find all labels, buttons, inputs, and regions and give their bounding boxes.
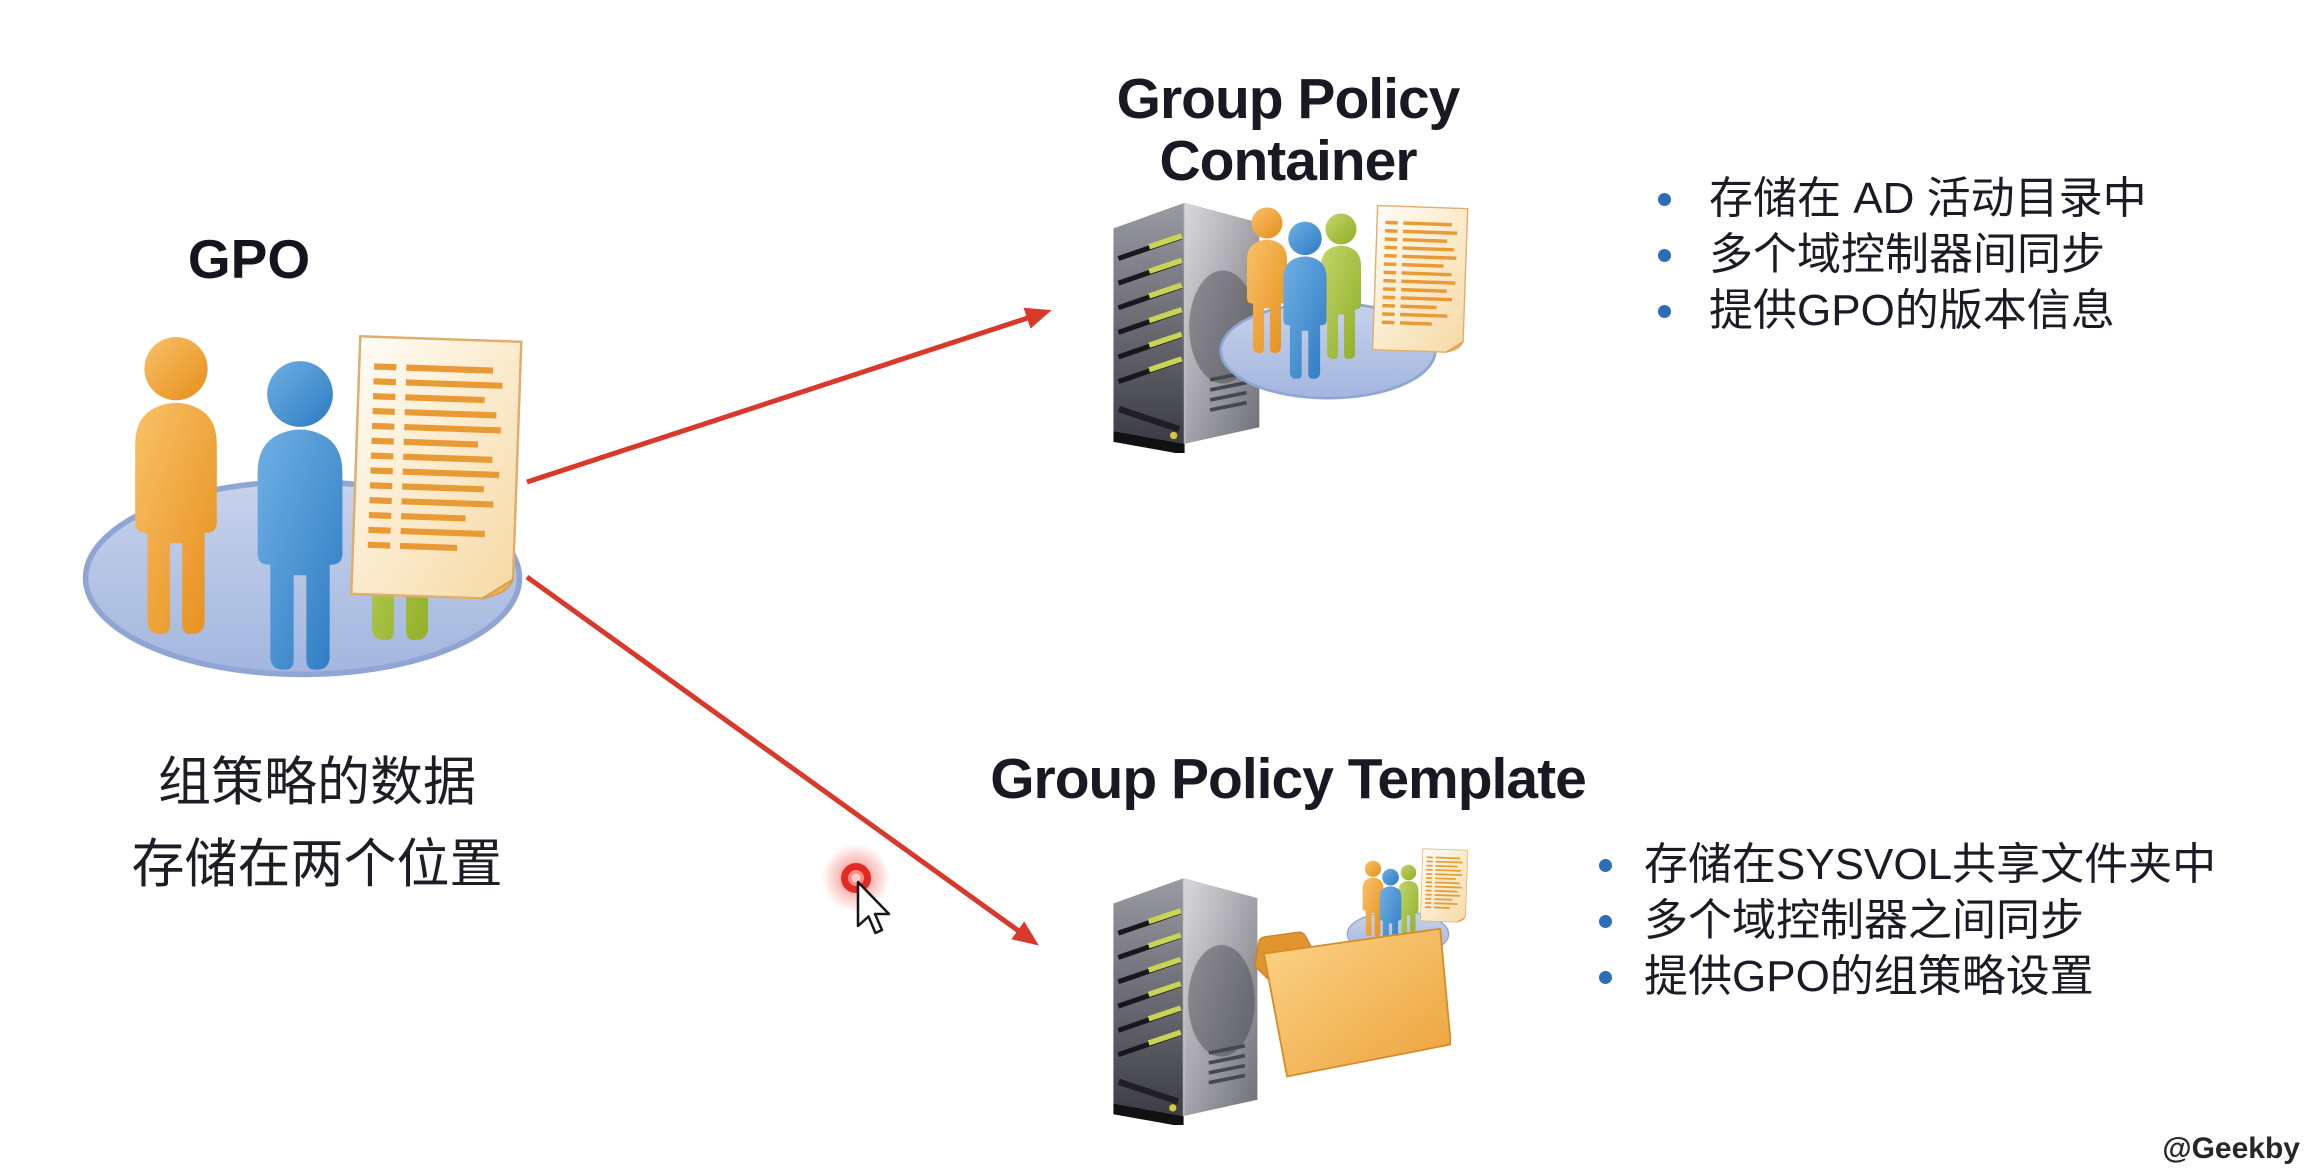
gpo-title: GPO [187,228,311,290]
gpt-bullet-list: 存储在SYSVOL共享文件夹中 多个域控制器之间同步 提供GPO的组策略设置 [1599,837,2216,1005]
arrow-gpo-to-template [525,574,1039,946]
mouse-cursor [856,880,891,935]
click-highlight [822,844,890,912]
bullet-text: 多个域控制器间同步 [1709,230,2105,279]
mini-document-icon [1419,848,1469,924]
list-item: 存储在SYSVOL共享文件夹中 [1599,837,2216,893]
list-item: 多个域控制器之间同步 [1599,893,2216,949]
gpo-people-document-icon [55,318,555,698]
gpo-caption-line2: 存储在两个位置 [131,835,503,894]
bullet-text: 存储在SYSVOL共享文件夹中 [1644,840,2217,889]
gpc-heading: Group Policy Container [1116,67,1461,193]
gpc-server-icon [1100,160,1470,470]
list-item: 存储在 AD 活动目录中 [1658,171,2147,227]
list-item: 多个域控制器间同步 [1658,227,2147,283]
watermark: @Geekby [2162,1132,2300,1165]
bullet-dot-icon [1658,304,1671,318]
gpo-caption-line1: 组策略的数据 [158,753,476,812]
bullet-dot-icon [1599,858,1612,872]
gpt-heading: Group Policy Template [990,747,1587,811]
document-icon [1370,204,1470,355]
gpc-bullet-list: 存储在 AD 活动目录中 多个域控制器间同步 提供GPO的版本信息 [1658,171,2147,339]
bullet-dot-icon [1658,248,1671,262]
arrow-gpo-to-container [526,307,1052,485]
list-item: 提供GPO的版本信息 [1658,283,2147,339]
bullet-dot-icon [1599,970,1612,984]
bullet-text: 提供GPO的版本信息 [1709,286,2115,335]
folder-icon [1254,927,1451,1078]
bullet-dot-icon [1658,192,1671,206]
gpo-caption: 组策略的数据 存储在两个位置 [67,742,567,906]
document-icon [351,336,521,599]
bullet-text: 存储在 AD 活动目录中 [1709,174,2147,223]
bullet-dot-icon [1599,914,1612,928]
gpt-server-icon [1100,848,1469,1140]
server-icon [1113,878,1257,1126]
bullet-text: 提供GPO的组策略设置 [1644,952,2094,1001]
list-item: 提供GPO的组策略设置 [1599,949,2216,1005]
bullet-text: 多个域控制器之间同步 [1644,896,2084,945]
